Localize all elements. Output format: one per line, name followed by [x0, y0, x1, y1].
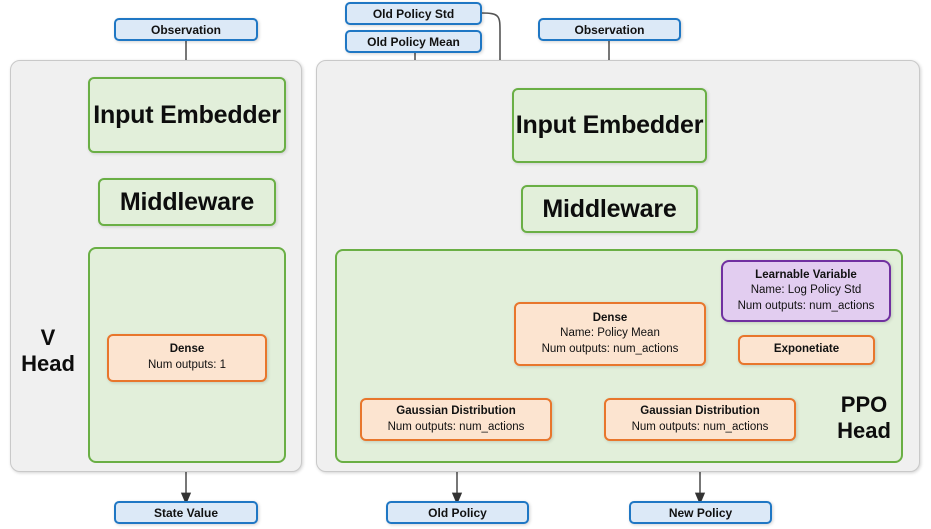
ppo-learnable-variable-block: Learnable Variable Name: Log Policy Std … — [721, 260, 891, 322]
ppo-middleware-block: Middleware — [521, 185, 698, 233]
ppo-observation-label: Observation — [574, 22, 645, 37]
ppo-policy-mean-dense-name: Name: Policy Mean — [560, 327, 660, 340]
ppo-learnable-variable-name: Name: Log Policy Std — [750, 284, 862, 297]
ppo-input-embedder-block: Input Embedder — [512, 88, 707, 163]
ppo-learnable-variable-num-outputs: Num outputs: num_actions — [737, 299, 875, 312]
ppo-policy-mean-dense-title: Dense — [592, 311, 628, 324]
ppo-old-policy-mean-input: Old Policy Mean — [345, 30, 482, 53]
ppo-head-label: PPO Head — [837, 392, 891, 443]
v-head-state-value-label: State Value — [153, 505, 219, 520]
v-head-input-embedder-label: Input Embedder — [93, 100, 281, 129]
v-head-middleware-block: Middleware — [98, 178, 276, 226]
v-head-dense-num-outputs: Num outputs: 1 — [148, 359, 226, 371]
ppo-old-policy-output: Old Policy — [386, 501, 529, 524]
v-head-state-value-output: State Value — [114, 501, 258, 524]
ppo-input-embedder-label: Input Embedder — [515, 111, 704, 139]
v-head-dense-block: Dense Num outputs: 1 — [107, 334, 267, 382]
ppo-gaussian-old-block: Gaussian Distribution Num outputs: num_a… — [360, 398, 552, 441]
ppo-old-policy-output-label: Old Policy — [428, 505, 487, 520]
ppo-policy-mean-dense-num-outputs: Num outputs: num_actions — [541, 342, 679, 355]
v-head-dense-title: Dense — [169, 343, 205, 356]
ppo-new-policy-output-label: New Policy — [668, 505, 733, 520]
ppo-old-policy-mean-label: Old Policy Mean — [367, 34, 460, 49]
ppo-gaussian-new-block: Gaussian Distribution Num outputs: num_a… — [604, 398, 796, 441]
v-head-input-embedder-block: Input Embedder — [88, 77, 286, 153]
ppo-old-policy-std-input: Old Policy Std — [345, 2, 482, 25]
ppo-policy-mean-dense-block: Dense Name: Policy Mean Num outputs: num… — [514, 302, 706, 366]
ppo-new-policy-output: New Policy — [629, 501, 772, 524]
v-head-observation-input: Observation — [114, 18, 258, 41]
ppo-old-policy-std-label: Old Policy Std — [372, 6, 455, 21]
ppo-gaussian-new-title: Gaussian Distribution — [640, 404, 760, 417]
ppo-gaussian-old-num-outputs: Num outputs: num_actions — [387, 420, 525, 433]
ppo-gaussian-old-title: Gaussian Distribution — [396, 404, 516, 417]
ppo-exponentiate-title: Exponetiate — [773, 343, 840, 356]
v-head-observation-label: Observation — [150, 22, 222, 37]
ppo-exponentiate-block: Exponetiate — [738, 335, 875, 365]
v-head-label: V Head — [21, 325, 75, 376]
ppo-learnable-variable-title: Learnable Variable — [755, 268, 857, 281]
ppo-observation-input: Observation — [538, 18, 681, 41]
ppo-middleware-label: Middleware — [542, 194, 677, 223]
ppo-gaussian-new-num-outputs: Num outputs: num_actions — [631, 420, 769, 433]
v-head-middleware-label: Middleware — [119, 187, 255, 216]
